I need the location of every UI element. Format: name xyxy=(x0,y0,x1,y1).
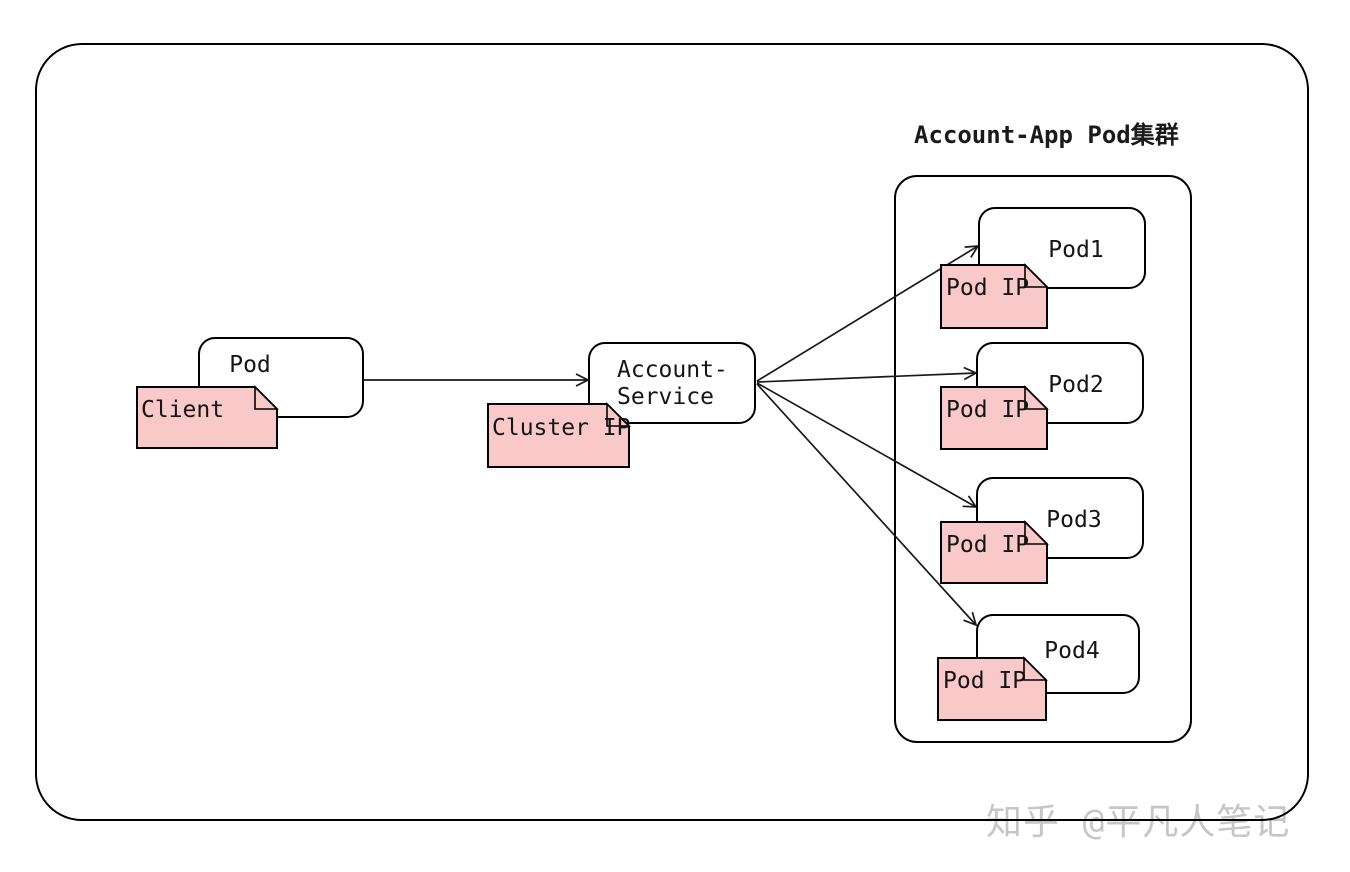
note-pod-ip-3-fold-icon xyxy=(1024,520,1049,545)
note-pod-ip-1: Pod IP xyxy=(940,263,1049,329)
arrow-service-to-pod4 xyxy=(756,383,978,627)
pod3-label: Pod3 xyxy=(1046,507,1101,533)
note-pod-ip-2-paper xyxy=(940,386,1048,450)
note-pod-ip-3-paper xyxy=(940,521,1048,584)
zhihu-watermark: 知乎 @平凡人笔记 xyxy=(986,802,1290,843)
pod4-label: Pod4 xyxy=(1044,638,1099,664)
client-pod-label: Pod xyxy=(229,352,271,378)
note-pod-ip-3: Pod IP xyxy=(940,520,1049,584)
note-pod-ip-2: Pod IP xyxy=(940,385,1049,450)
pod1-label: Pod1 xyxy=(1048,237,1103,263)
account-service-label-line2: Service xyxy=(617,384,714,410)
note-client-fold-icon xyxy=(254,385,279,410)
note-cluster-ip-fold-icon xyxy=(606,402,631,427)
note-pod-ip-4-paper xyxy=(937,657,1047,721)
note-pod-ip-4-fold-icon xyxy=(1023,656,1048,681)
note-pod-ip-4-label: Pod IP xyxy=(943,668,1026,694)
note-client-label: Client xyxy=(141,397,224,423)
note-cluster-ip-paper xyxy=(487,403,630,468)
note-client: Client xyxy=(136,385,279,449)
note-pod-ip-1-label: Pod IP xyxy=(946,275,1029,301)
arrow-service-to-pod2 xyxy=(756,366,978,383)
note-pod-ip-1-fold-icon xyxy=(1024,263,1049,288)
note-pod-ip-2-label: Pod IP xyxy=(946,397,1029,423)
account-service-label-line1: Account- xyxy=(617,357,728,383)
note-cluster-ip: Cluster IP xyxy=(487,402,631,468)
note-pod-ip-2-fold-icon xyxy=(1024,385,1049,410)
note-pod-ip-3-label: Pod IP xyxy=(946,532,1029,558)
note-pod-ip-1-paper xyxy=(940,264,1048,329)
note-cluster-ip-label: Cluster IP xyxy=(492,415,630,441)
note-pod-ip-4: Pod IP xyxy=(937,656,1048,721)
pod2-label: Pod2 xyxy=(1048,372,1103,398)
arrow-service-to-pod3 xyxy=(756,382,978,508)
note-client-paper xyxy=(136,386,278,449)
cluster-group-title: Account-App Pod集群 xyxy=(914,121,1179,149)
outer-frame xyxy=(35,43,1309,821)
